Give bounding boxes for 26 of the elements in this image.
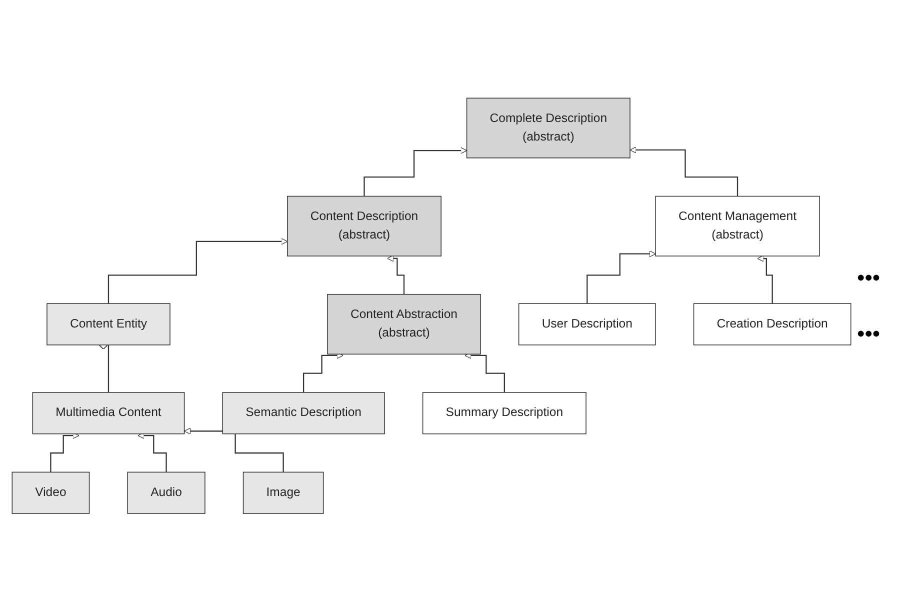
node-box: Video xyxy=(12,471,90,514)
node-box: User Description xyxy=(518,302,656,345)
arrow xyxy=(138,432,167,472)
arrow xyxy=(387,254,405,295)
arrow xyxy=(364,146,468,196)
arrow xyxy=(184,427,284,472)
node-box: Complete Description (abstract) xyxy=(466,97,630,158)
arrow xyxy=(630,146,738,196)
node-box: Content Entity xyxy=(46,302,170,345)
ellipsis-mark: ••• xyxy=(857,264,882,290)
arrow xyxy=(108,238,288,304)
node-box: Creation Description xyxy=(693,302,852,345)
node-box: Content Management (abstract) xyxy=(655,196,820,256)
node-box: Image xyxy=(242,471,324,514)
ellipsis-mark: ••• xyxy=(857,320,882,346)
arrow xyxy=(757,254,773,304)
node-box: Summary Description xyxy=(422,392,586,434)
arrow xyxy=(586,250,656,304)
arrow xyxy=(50,432,80,472)
node-box: Semantic Description xyxy=(222,392,385,434)
node-box: Content Description (abstract) xyxy=(287,196,442,256)
node-box: Audio xyxy=(127,471,206,514)
arrow xyxy=(464,352,505,393)
arrow xyxy=(302,352,344,393)
node-box: Multimedia Content xyxy=(32,392,185,434)
node-box: Content Abstraction (abstract) xyxy=(327,294,481,354)
